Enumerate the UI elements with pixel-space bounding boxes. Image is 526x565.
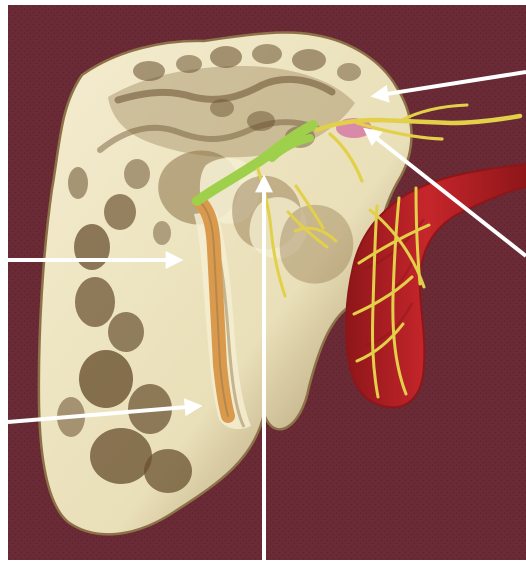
illustration-panel <box>8 5 526 560</box>
temporal-bone-section-illustration <box>8 5 526 560</box>
